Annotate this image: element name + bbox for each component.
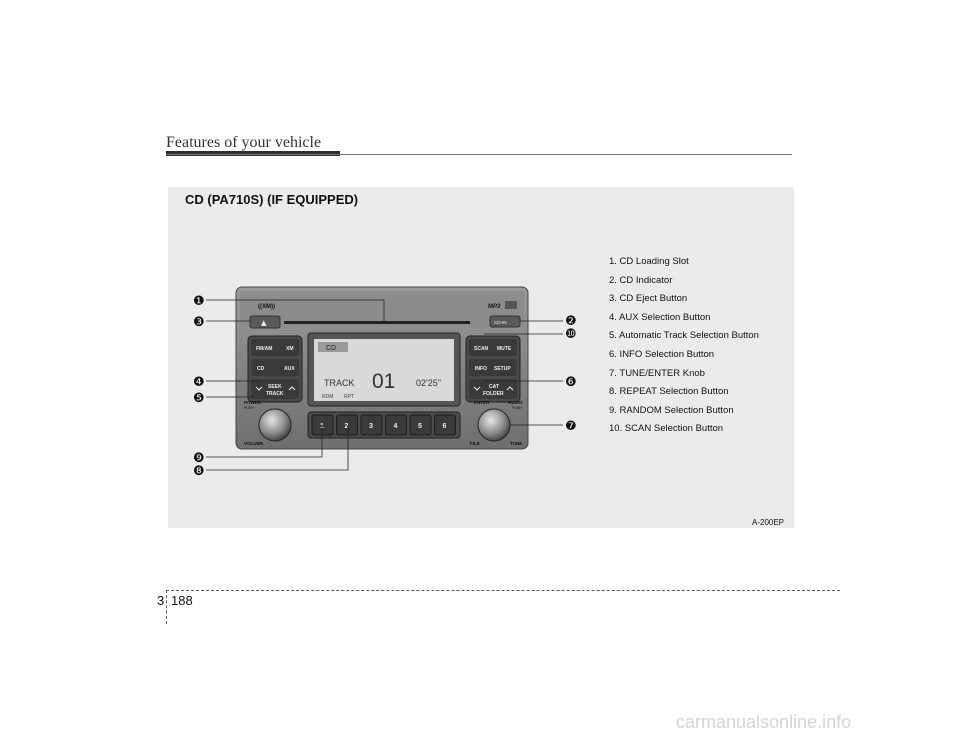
preset-label: 4 [394, 423, 398, 430]
cat-label: CAT [489, 384, 499, 390]
folder-down-chevron-icon [473, 386, 481, 391]
leader-lines [206, 299, 563, 471]
cd-eject-button[interactable] [249, 315, 281, 329]
cd-loading-slot[interactable] [284, 321, 470, 324]
cd-aux-button[interactable] [251, 359, 299, 376]
display-rdm: RDM [322, 394, 333, 400]
figure-title: CD (PA710S) (IF EQUIPPED) [185, 192, 359, 207]
preset-button-6[interactable] [434, 414, 456, 436]
callout-5: ❺ [193, 391, 205, 406]
callout-6: ❻ [565, 375, 577, 390]
tune-label: TUNE [510, 441, 522, 446]
display-mode-badge [318, 342, 348, 352]
power-push-label: PUSH [244, 406, 254, 410]
callout-3: ❸ [193, 315, 205, 330]
callout-9: ❾ [193, 451, 205, 466]
legend-item: 3. CD Eject Button [609, 293, 688, 305]
legend-item: 4. AUX Selection Button [609, 311, 711, 323]
mute-label: MUTE [497, 346, 512, 352]
tune-enter-knob[interactable] [477, 408, 511, 442]
callout-10: ❿ [565, 327, 577, 342]
callout-1: ❶ [193, 294, 205, 309]
xm-logo: ((XM)) [258, 304, 275, 310]
folder-up-chevron-icon [506, 386, 514, 391]
preset-button-2[interactable] [336, 414, 358, 436]
legend-list: 1. CD Loading Slot 2. CD Indicator 3. CD E… [609, 253, 759, 439]
display-track-number: 01 [372, 370, 395, 393]
cd-in-label: CD-IN [494, 320, 507, 325]
display-track-label: TRACK [324, 378, 355, 388]
track-label: TRACK [266, 391, 284, 397]
preset-button-4[interactable] [385, 414, 407, 436]
seek-up-chevron-icon [288, 386, 296, 391]
audio-label: AUDIO [508, 400, 523, 405]
legend-item: 2. CD Indicator [609, 274, 673, 286]
mp3-badge: MP3 [488, 304, 501, 310]
fm-am-xm-button[interactable] [251, 339, 299, 356]
legend-item: 6. INFO Selection Button [609, 348, 715, 360]
chapter-number: 3 [157, 593, 165, 608]
callout-7: ❼ [565, 419, 577, 434]
header-accent-bar [166, 151, 340, 156]
cat-folder-button[interactable] [469, 379, 517, 399]
leader-line-1 [206, 299, 385, 321]
legend-item: 9. RANDOM Selection Button [609, 404, 734, 416]
cd-disc-icon [505, 301, 517, 309]
legend-item: 8. REPEAT Selection Button [609, 386, 729, 398]
callout-4: ❹ [193, 375, 205, 390]
volume-knob[interactable] [258, 408, 292, 442]
folder-label: FOLDER [483, 391, 504, 397]
info-setup-button[interactable] [469, 359, 517, 376]
xm-label: XM [286, 346, 294, 352]
preset-label: 3 [369, 423, 373, 430]
enter-label: ENTER [474, 400, 490, 405]
scan-label: SCAN [474, 346, 489, 352]
preset-button-3[interactable] [360, 414, 383, 436]
figure-code: A-200EP [752, 518, 785, 527]
seek-down-chevron-icon [255, 386, 263, 391]
fm-am-label: FM/AM [256, 346, 272, 352]
aux-label: AUX [284, 366, 295, 372]
legend-item: 5. Automatic Track Selection Button [609, 330, 759, 342]
header-rule [166, 154, 792, 155]
page-number: 188 [171, 593, 193, 608]
seek-track-button[interactable] [251, 379, 299, 399]
display-time: 02'25" [416, 378, 441, 388]
preset-button-5[interactable] [409, 414, 432, 436]
legend-item: 7. TUNE/ENTER Knob [609, 367, 705, 379]
file-label: FILE [470, 441, 480, 446]
display-rpt: RPT [344, 394, 354, 400]
legend-item: 1. CD Loading Slot [609, 256, 689, 267]
cd-label: CD [257, 366, 265, 372]
info-label: INFO [475, 366, 487, 372]
page-header-title: Features of your vehicle [166, 134, 322, 151]
leader-line-9 [206, 425, 323, 458]
watermark: carmanualsonline.info [676, 712, 852, 732]
preset-label: 2 [345, 423, 349, 430]
scan-mute-button[interactable] [469, 339, 517, 356]
setup-label: SETUP [494, 366, 511, 372]
preset-button-1[interactable] [311, 414, 334, 436]
footer-divider [166, 590, 167, 624]
callout-8: ❽ [193, 464, 205, 479]
preset-label: 5 [418, 423, 422, 430]
display-mode: CD [326, 345, 336, 352]
seek-label: SEEK [268, 384, 282, 390]
leader-line-8 [206, 425, 349, 471]
power-label: POWER [244, 400, 262, 405]
callout-2: ❷ [565, 314, 577, 329]
legend-item: 10. SCAN Selection Button [609, 423, 724, 435]
volume-label: VOLUME [244, 441, 263, 446]
footer-rule [166, 590, 840, 591]
eject-icon: ▲ [261, 319, 267, 327]
audio-push-label: PUSH [512, 406, 522, 410]
preset-label: 6 [443, 423, 447, 430]
cd-in-indicator [489, 315, 521, 328]
